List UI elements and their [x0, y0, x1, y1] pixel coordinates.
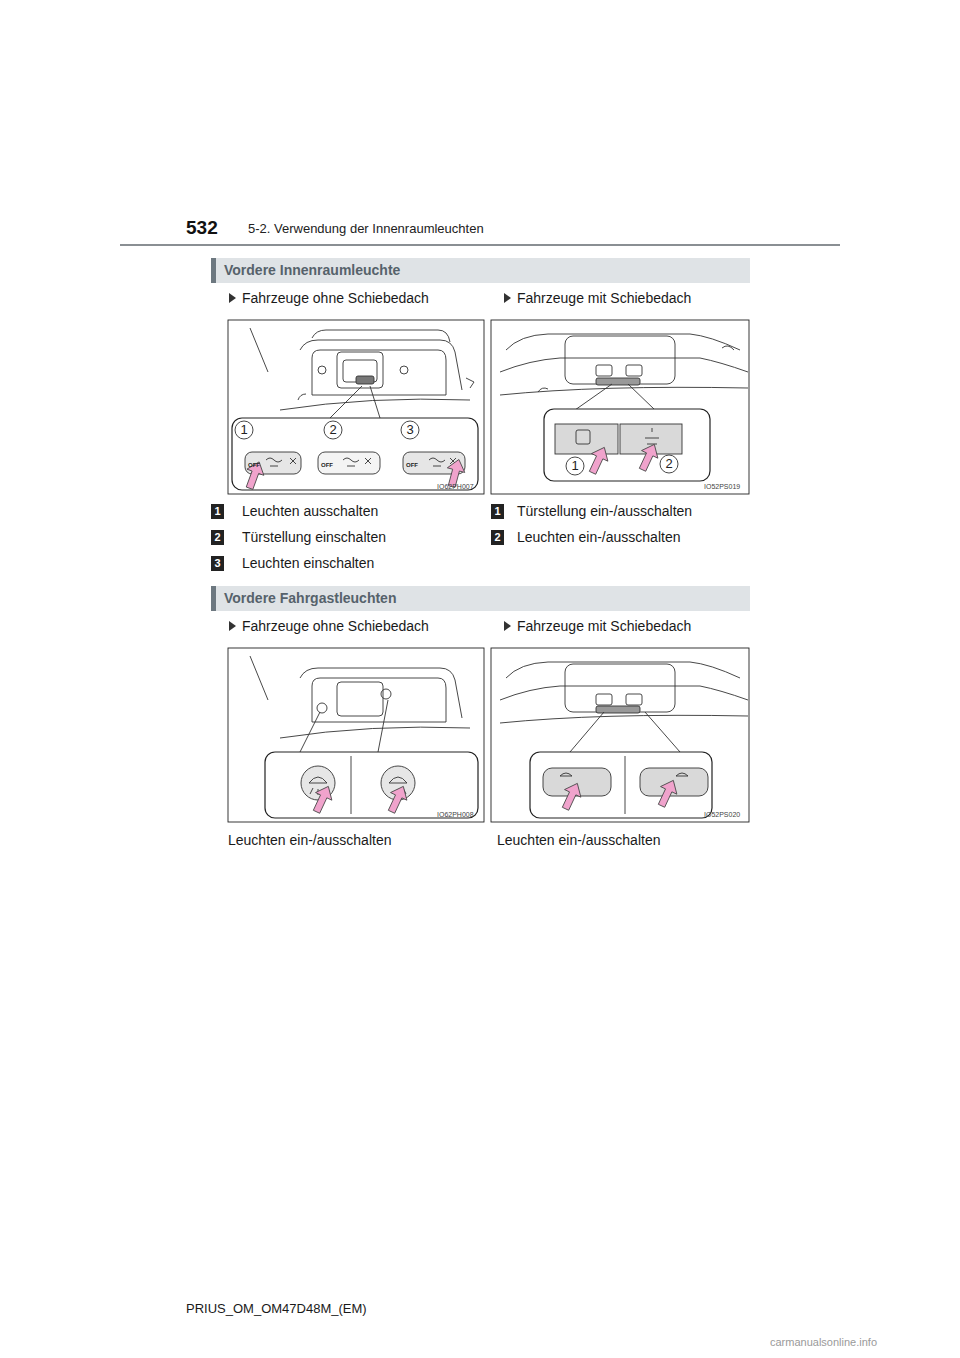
bullet-triangles	[229, 293, 511, 631]
personal-light-illustration	[228, 648, 484, 822]
watermark: carmanualsonline.info	[770, 1336, 877, 1349]
page-number: 532	[186, 217, 218, 239]
running-header: 5-2. Verwendung der Innenraumleuchten	[248, 222, 484, 237]
callout-number: 2	[324, 421, 342, 439]
callout-text: Leuchten ausschalten	[242, 503, 378, 519]
personal-light-sunroof-illustration	[491, 648, 749, 822]
callout-number: 2	[491, 530, 504, 545]
callout-text: Leuchten ein-/ausschalten	[517, 529, 680, 545]
section-heading: Vordere Innenraumleuchte	[224, 262, 742, 278]
callout-number: 2	[660, 455, 678, 473]
callout-number: 1	[211, 504, 224, 519]
section-heading-bar: Vordere Innenraumleuchte	[211, 258, 750, 283]
footer-code: PRIUS_OM_OM47D48M_(EM)	[186, 1302, 367, 1317]
image-code: IO62PH008	[437, 811, 474, 819]
section-heading-bar: Vordere Fahrgastleuchten	[211, 586, 750, 611]
variant-heading: Fahrzeuge ohne Schiebedach	[242, 618, 429, 634]
switch-marking: OFF	[248, 462, 260, 469]
callout-number: 1	[566, 457, 584, 475]
variant-heading: Fahrzeuge ohne Schiebedach	[242, 290, 429, 306]
callout-number: 3	[401, 421, 419, 439]
switch-marking: OFF	[321, 462, 333, 469]
caption-text: Leuchten ein-/ausschalten	[228, 832, 391, 848]
image-code: IO52PS019	[704, 483, 740, 491]
switch-marking: OFF	[406, 462, 418, 469]
caption-text: Leuchten ein-/ausschalten	[497, 832, 660, 848]
image-code: IO52PS020	[704, 811, 740, 819]
section-heading: Vordere Fahrgastleuchten	[224, 590, 742, 606]
callout-number: 2	[211, 530, 224, 545]
callout-text: Türstellung einschalten	[242, 529, 386, 545]
callout-number: 1	[491, 504, 504, 519]
variant-heading: Fahrzeuge mit Schiebedach	[517, 618, 691, 634]
callout-number: 1	[235, 421, 253, 439]
image-code: IO62PH007	[437, 483, 474, 491]
overhead-console-sunroof-illustration	[491, 320, 749, 494]
callout-text: Leuchten einschalten	[242, 555, 374, 571]
callout-number: 3	[211, 556, 224, 571]
variant-heading: Fahrzeuge mit Schiebedach	[517, 290, 691, 306]
callout-text: Türstellung ein-/ausschalten	[517, 503, 692, 519]
overhead-console-illustration	[228, 320, 484, 494]
header-rule	[120, 244, 840, 246]
